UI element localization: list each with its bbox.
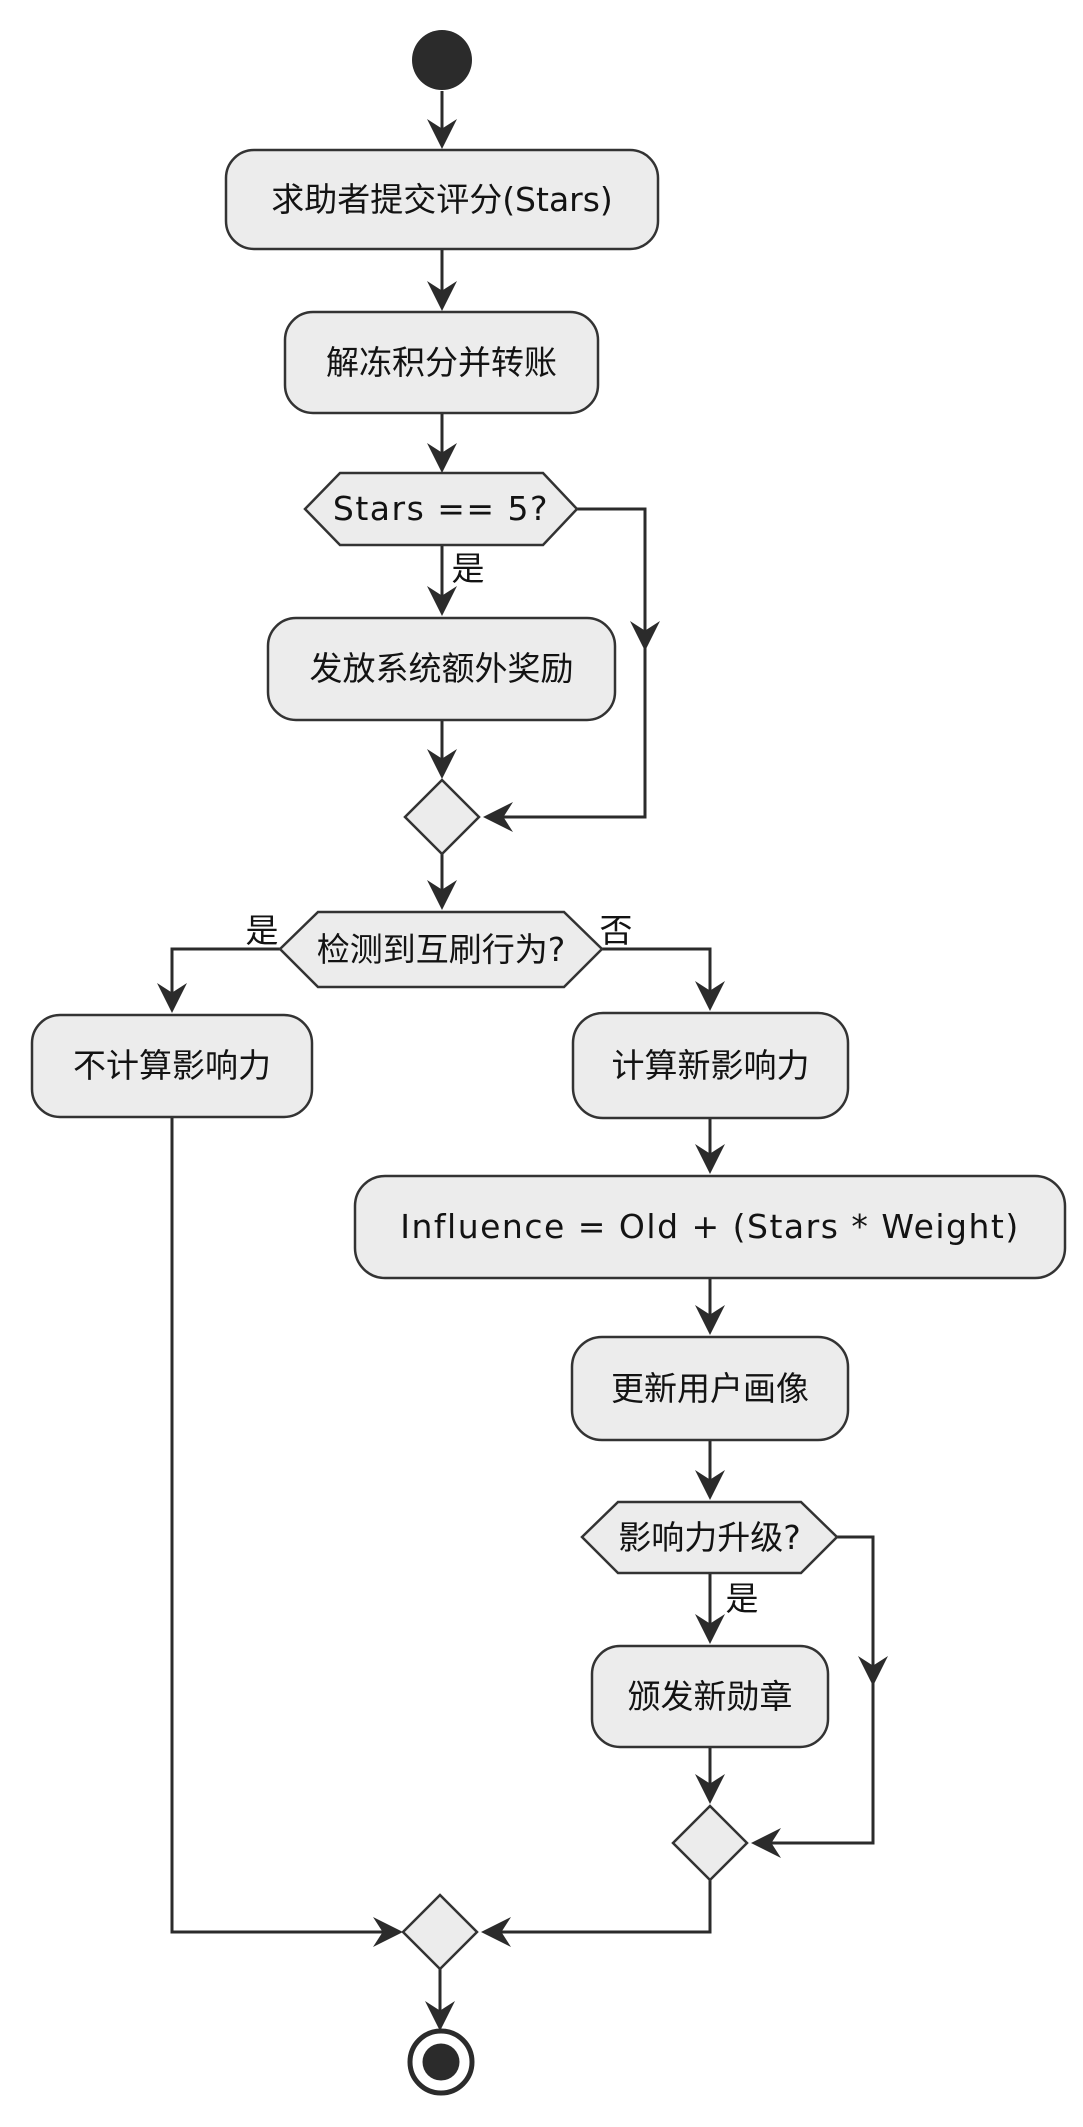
- end-node-dot: [422, 2043, 460, 2081]
- edge-fraud-yes-to-noinfluence: [157, 947, 280, 1013]
- activity-unfreeze-shape: [283, 310, 600, 415]
- activity-badge-shape: [590, 1644, 830, 1749]
- edges: [157, 91, 888, 2031]
- edge-upgrade-bypass-a: [837, 1535, 888, 1686]
- edge-noinfluence-to-merge3: [170, 1117, 403, 1947]
- decision-fraud-shape: [278, 910, 604, 989]
- merge-diamond-3: [401, 1893, 479, 1971]
- activity-profile-shape: [570, 1335, 850, 1442]
- edge-merge2-to-merge3: [481, 1880, 712, 1947]
- edge-stars5-bypass-b: [483, 630, 647, 832]
- decision-upgrade-shape: [580, 1500, 839, 1575]
- edge-stars5-bypass-a: [577, 507, 660, 651]
- activity-formula-shape: [353, 1174, 1067, 1280]
- activity-noinfluence-shape: [30, 1013, 314, 1119]
- merge-diamond-2: [671, 1804, 749, 1882]
- activity-submit-shape: [224, 148, 660, 251]
- merge-diamond-1: [403, 778, 481, 856]
- start-node: [412, 30, 472, 90]
- activity-calc-shape: [571, 1011, 850, 1120]
- edge-upgrade-bypass-b: [751, 1665, 875, 1858]
- edge-fraud-no-to-calc: [602, 947, 725, 1011]
- nodes: [30, 30, 1067, 2096]
- activity-bonus-shape: [266, 616, 617, 722]
- decision-stars5-shape: [303, 471, 579, 547]
